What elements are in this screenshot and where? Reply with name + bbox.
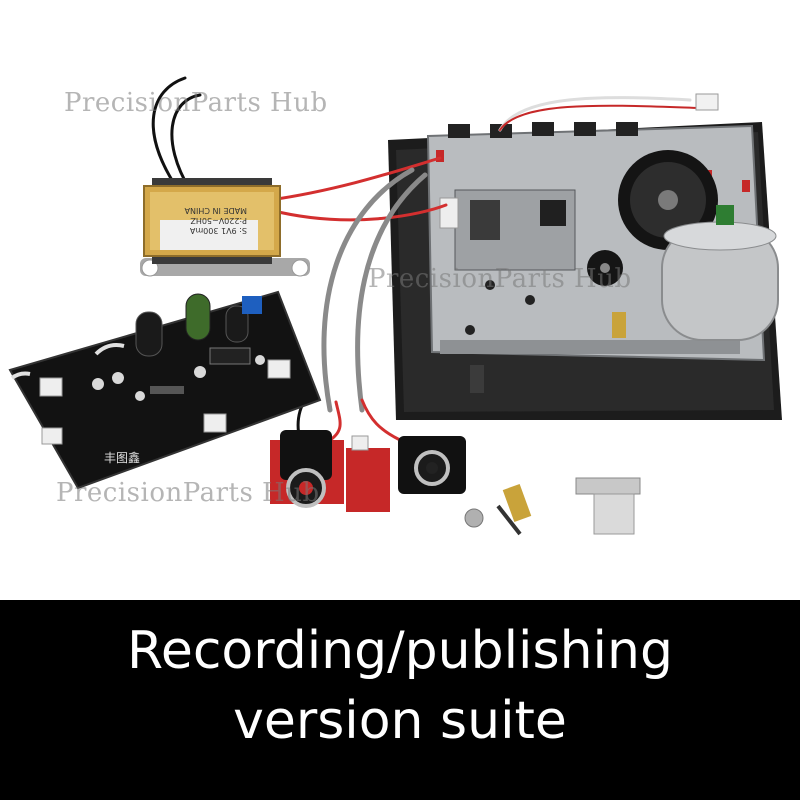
transformer-label-line2: P:220V~50HZ [190,216,247,225]
cassette-mechanism [388,122,782,420]
product-photo: MADE IN CHINA P:220V~50HZ S: 9V1 300mA 丰… [8,76,782,536]
caption-line-1: Recording/publishing [127,621,673,681]
washer [464,508,484,528]
connector-plug [695,93,719,111]
transformer: MADE IN CHINA P:220V~50HZ S: 9V1 300mA [140,178,310,277]
pcb-board: 丰图鑫 [8,290,322,490]
transformer-label-line3: S: 9V1 300mA [189,226,247,235]
screw [496,504,522,536]
caption-text: Recording/publishing version suite [0,616,800,756]
caption-banner: Recording/publishing version suite [0,600,800,800]
pcb-silkscreen: 丰图鑫 [104,450,140,465]
wires [151,76,701,442]
rca-jack-left [270,430,344,508]
transformer-label-line1: MADE IN CHINA [184,206,247,215]
brass-standoff [502,483,532,523]
tape-head [575,477,641,535]
small-red-board [346,448,390,512]
caption-line-2: version suite [233,691,567,751]
rca-jack-right [398,436,466,494]
